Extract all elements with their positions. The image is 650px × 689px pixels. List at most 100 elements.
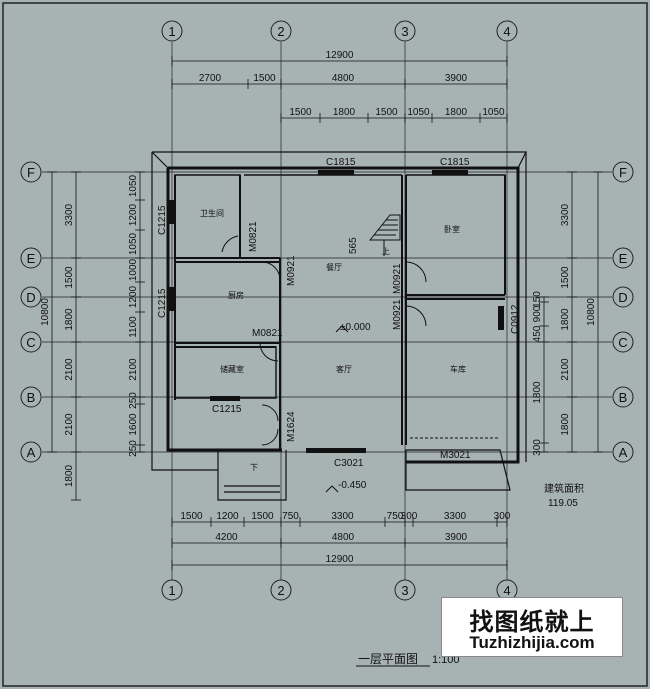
- watermark-en: Tuzhizhijia.com: [469, 633, 595, 652]
- dim-right-outer-label: 1800: [560, 413, 571, 436]
- axis-bubble-B-right: [612, 386, 634, 408]
- area-value: 119.05: [548, 498, 578, 509]
- axis-bubble-B-left: [20, 386, 42, 408]
- dim-top-row2-label: 1500: [253, 73, 276, 84]
- axis-bubble-3-bottom: [394, 579, 416, 601]
- label-c1215-b: C1215: [157, 288, 168, 318]
- outdoor-level-label: -0.450: [338, 480, 367, 491]
- axis-label-E-left: E: [27, 251, 36, 266]
- label-c1215-c: C1215: [212, 404, 242, 415]
- watermark: 找图纸就上 Tuzhizhijia.com: [441, 597, 623, 657]
- window-c3021: [306, 448, 366, 453]
- axis-label-2-bottom: 2: [277, 583, 284, 598]
- window-c1815-top-left: [318, 170, 354, 175]
- axis-label-F-left: F: [27, 165, 35, 180]
- axis-label-C-left: C: [26, 335, 35, 350]
- label-c1215-a: C1215: [157, 205, 168, 235]
- dim-top-row2-label: 2700: [199, 73, 222, 84]
- door-swing-m0821-bathroom: [221, 235, 239, 253]
- dim-bottom-row1-label: 300: [401, 511, 418, 522]
- dim-right-inner-label: 150: [532, 291, 543, 308]
- dim-top-row2-label: 4800: [332, 73, 355, 84]
- dim-bottom-row2-label: 4800: [332, 532, 355, 543]
- room-label-bedroom: 卧室: [444, 224, 460, 234]
- axis-bubble-F-left: [20, 161, 42, 183]
- dim-left-inner-label: 1200: [128, 203, 139, 226]
- interior-walls-right: [401, 175, 506, 445]
- dim-bottom-row2-label: 4200: [215, 532, 238, 543]
- axis-bubble-E-right: [612, 247, 634, 269]
- label-m0921-c: M0921: [392, 299, 403, 330]
- outdoor-level-marker: [325, 485, 339, 493]
- dim-right-outer-label: 1500: [560, 266, 571, 289]
- stair-up-label: 上: [382, 247, 390, 256]
- label-m0921-b: M0921: [392, 263, 403, 294]
- dim-top-total-label: 12900: [326, 50, 354, 61]
- axis-label-4-bottom: 4: [503, 583, 510, 598]
- label-m0921-a: M0921: [286, 255, 297, 286]
- label-c3021: C3021: [334, 458, 364, 469]
- dim-left-outer-label: 1800: [64, 464, 75, 487]
- dim-bottom-row1-label: 750: [387, 511, 404, 522]
- room-label-dining: 餐厅: [326, 263, 342, 272]
- axis-bubble-C-right: [612, 331, 634, 353]
- dim-left-inner-label: 1000: [128, 258, 139, 281]
- area-label: 建筑面积: [544, 482, 584, 495]
- dim-top-row3-label: 1500: [289, 107, 312, 118]
- door-swing-m0821-storage: [259, 342, 279, 362]
- axis-bubble-D-left: [20, 286, 42, 308]
- dim-left-outer-label: 3300: [64, 203, 75, 226]
- label-m1624: M1624: [286, 411, 297, 442]
- room-label-storage: 储藏室: [220, 364, 244, 374]
- axis-label-1-bottom: 1: [168, 583, 175, 598]
- stair-symbol: [368, 214, 401, 241]
- room-label-kitchen: 厨房: [228, 290, 244, 300]
- axis-label-D-right: D: [618, 290, 627, 305]
- axis-bubble-4-top: [496, 20, 518, 42]
- dim-bottom-total-label: 12900: [326, 554, 354, 565]
- axis-bubble-A-left: [20, 441, 42, 463]
- axis-bubble-2-bottom: [270, 579, 292, 601]
- axis-label-F-right: F: [619, 165, 627, 180]
- door-swing-m1624: [261, 404, 279, 446]
- label-m0821-b: M0821: [252, 328, 283, 339]
- dim-right-outer-label: 2100: [560, 358, 571, 381]
- exterior-wall: [166, 166, 520, 464]
- label-c0912: C0912: [510, 304, 521, 334]
- dim-left-outer-label: 2100: [64, 413, 75, 436]
- axis-label-D-left: D: [26, 290, 35, 305]
- floor-level-label: ±0.000: [340, 322, 371, 333]
- axis-label-A-left: A: [27, 445, 36, 460]
- label-m3021: M3021: [440, 450, 471, 461]
- dim-bottom-row1-label: 300: [494, 511, 511, 522]
- label-c1815-b: C1815: [440, 157, 470, 168]
- dim-left-inner-label: 1050: [128, 174, 139, 197]
- window-c0912: [498, 306, 504, 330]
- window-c1215-storage: [210, 396, 240, 401]
- kitchen-walls: [174, 261, 281, 344]
- dim-top-row3-label: 1500: [375, 107, 398, 118]
- axis-bubble-E-left: [20, 247, 42, 269]
- dim-bottom-row1-label: 3300: [444, 511, 467, 522]
- drawing-title: 一层平面图: [358, 652, 418, 666]
- dim-left-inner-label: 1600: [128, 413, 139, 436]
- axis-label-B-right: B: [619, 390, 628, 405]
- roof-edge-left: [151, 151, 527, 471]
- axis-bubble-2-top: [270, 20, 292, 42]
- bathroom-walls: [174, 174, 241, 259]
- dim-bottom-row1-label: 750: [282, 511, 299, 522]
- axis-label-3-bottom: 3: [401, 583, 408, 598]
- window-c1815-top-right: [432, 170, 468, 175]
- dim-right-inner-label: 900: [532, 305, 543, 322]
- dim-bottom-row1-label: 3300: [331, 511, 354, 522]
- dim-right-inner-label: 300: [532, 439, 543, 456]
- room-label-bathroom: 卫生间: [200, 208, 224, 218]
- axis-bubble-C-left: [20, 331, 42, 353]
- dim-top-row2-label: 3900: [445, 73, 468, 84]
- door-swing-m0921-garage: [405, 305, 427, 327]
- dim-left-total-label: 10800: [40, 298, 51, 326]
